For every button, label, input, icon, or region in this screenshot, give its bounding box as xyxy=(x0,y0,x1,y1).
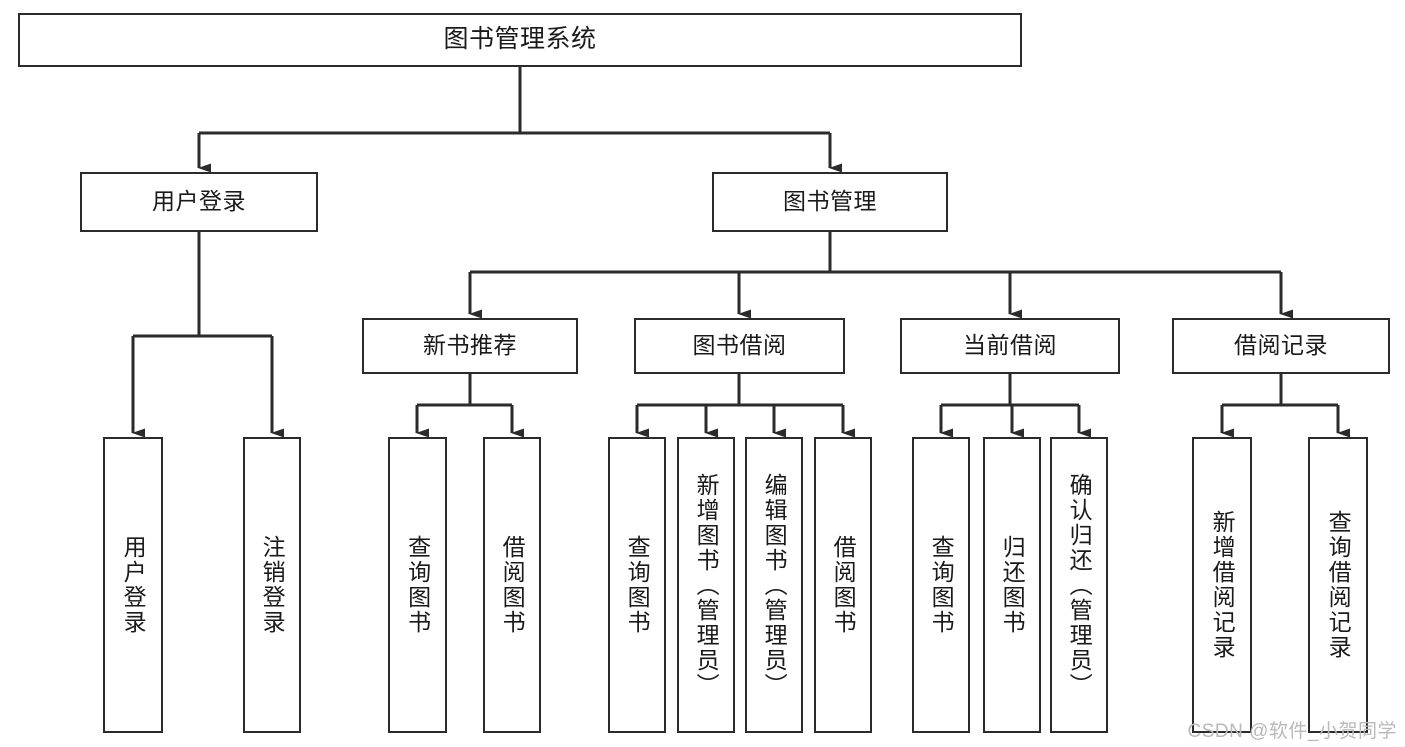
leaf-query-book-borrow-label: 查询图书 xyxy=(624,535,651,635)
node-current-borrow[interactable]: 当前借阅 xyxy=(900,318,1120,374)
leaf-add-book-admin-label: 新增图书（管理员） xyxy=(693,472,720,698)
leaf-edit-book-admin-label: 编辑图书（管理员） xyxy=(761,472,788,698)
leaf-query-book-recommend-label: 查询图书 xyxy=(404,535,431,635)
leaf-query-borrow-record-label: 查询借阅记录 xyxy=(1325,510,1352,660)
leaf-user-login[interactable]: 用户登录 xyxy=(103,437,163,733)
leaf-logout[interactable]: 注销登录 xyxy=(243,437,301,733)
node-root-label: 图书管理系统 xyxy=(443,25,597,54)
node-borrow-records[interactable]: 借阅记录 xyxy=(1172,318,1390,374)
leaf-user-login-label: 用户登录 xyxy=(120,535,147,635)
node-user-login-label: 用户登录 xyxy=(152,188,246,215)
leaf-edit-book-admin[interactable]: 编辑图书（管理员） xyxy=(745,437,803,733)
node-root[interactable]: 图书管理系统 xyxy=(18,13,1022,67)
node-book-borrow-label: 图书借阅 xyxy=(692,332,787,359)
node-new-book-recommend-label: 新书推荐 xyxy=(423,332,517,359)
leaf-query-borrow-record[interactable]: 查询借阅记录 xyxy=(1308,437,1368,733)
leaf-borrow-book-label: 借阅图书 xyxy=(830,535,857,635)
leaf-add-borrow-record-label: 新增借阅记录 xyxy=(1209,510,1236,660)
leaf-confirm-return-admin-label: 确认归还（管理员） xyxy=(1066,472,1093,698)
node-borrow-records-label: 借阅记录 xyxy=(1234,332,1328,359)
node-book-management-label: 图书管理 xyxy=(783,188,877,215)
leaf-borrow-book[interactable]: 借阅图书 xyxy=(814,437,872,733)
leaf-query-book-borrow[interactable]: 查询图书 xyxy=(608,437,666,733)
node-book-borrow[interactable]: 图书借阅 xyxy=(634,318,845,374)
node-current-borrow-label: 当前借阅 xyxy=(963,332,1057,359)
csdn-watermark: CSDN @软件_小贺同学 xyxy=(1187,721,1397,742)
leaf-borrow-book-recommend-label: 借阅图书 xyxy=(499,535,526,635)
node-book-management[interactable]: 图书管理 xyxy=(712,172,948,232)
leaf-query-book-current-label: 查询图书 xyxy=(928,535,955,635)
leaf-add-book-admin[interactable]: 新增图书（管理员） xyxy=(677,437,735,733)
leaf-borrow-book-recommend[interactable]: 借阅图书 xyxy=(483,437,541,733)
leaf-logout-label: 注销登录 xyxy=(259,535,286,635)
leaf-confirm-return-admin[interactable]: 确认归还（管理员） xyxy=(1050,437,1108,733)
node-new-book-recommend[interactable]: 新书推荐 xyxy=(362,318,578,374)
leaf-query-book-current[interactable]: 查询图书 xyxy=(912,437,970,733)
node-user-login[interactable]: 用户登录 xyxy=(80,172,318,232)
leaf-query-book-recommend[interactable]: 查询图书 xyxy=(388,437,447,733)
leaf-return-book-label: 归还图书 xyxy=(999,535,1026,635)
leaf-return-book[interactable]: 归还图书 xyxy=(983,437,1041,733)
leaf-add-borrow-record[interactable]: 新增借阅记录 xyxy=(1192,437,1252,733)
